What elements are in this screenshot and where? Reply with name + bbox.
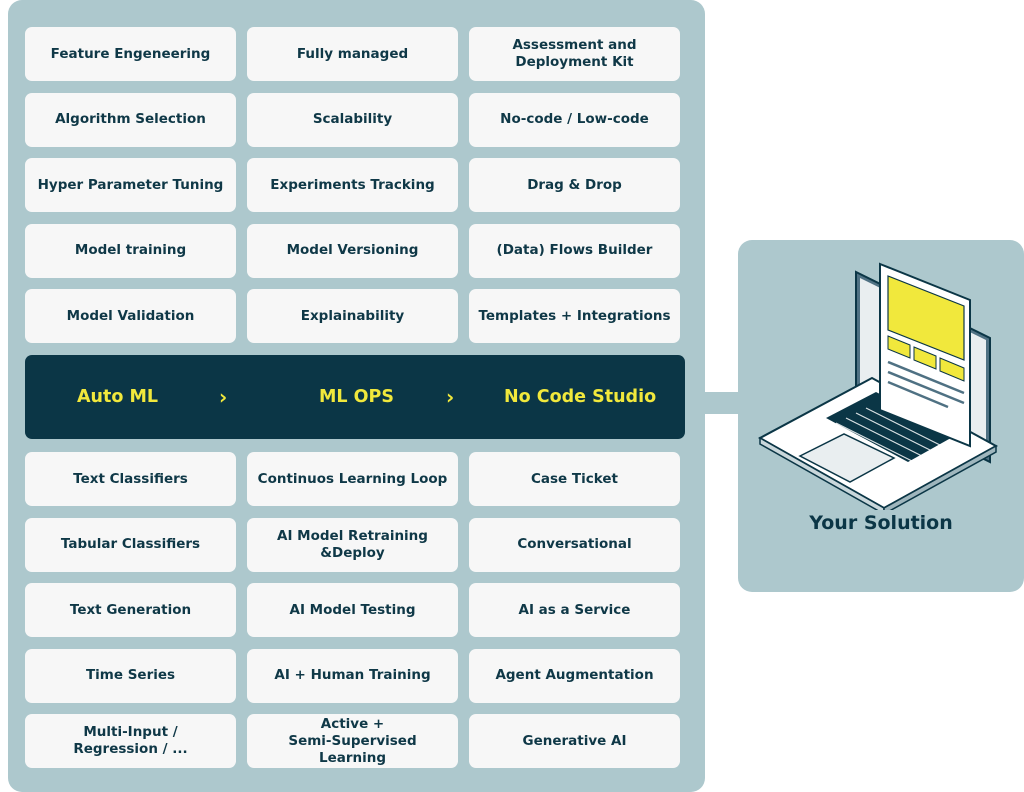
- feature-card: AI Model Testing: [247, 583, 458, 637]
- feature-card: AI + Human Training: [247, 648, 458, 703]
- feature-card: Continuos Learning Loop: [247, 452, 458, 506]
- features-grid-bottom: Text Classifiers Continuos Learning Loop…: [25, 452, 685, 768]
- feature-card: Tabular Classifiers: [25, 517, 236, 572]
- feature-card: Templates + Integrations: [469, 289, 680, 343]
- feature-card: Text Generation: [25, 583, 236, 637]
- feature-card: Multi-Input / Regression / ...: [25, 714, 236, 768]
- chevron-right-icon: ›: [219, 385, 228, 409]
- feature-card: Algorithm Selection: [25, 92, 236, 147]
- feature-card: Feature Engeneering: [25, 27, 236, 81]
- feature-card: Active + Semi-Supervised Learning: [247, 714, 458, 768]
- feature-card: Scalability: [247, 92, 458, 147]
- feature-card: Assessment and Deployment Kit: [469, 27, 680, 81]
- feature-card: Drag & Drop: [469, 158, 680, 212]
- solution-panel: Your Solution: [738, 240, 1024, 592]
- feature-card: Fully managed: [247, 27, 458, 81]
- feature-card: Explainability: [247, 289, 458, 343]
- feature-card: Conversational: [469, 517, 680, 572]
- solution-label: Your Solution: [809, 512, 953, 534]
- feature-card: Generative AI: [469, 714, 680, 768]
- pipeline-band: Auto ML › ML OPS › No Code Studio: [25, 355, 685, 439]
- feature-card: No-code / Low-code: [469, 92, 680, 147]
- laptop-icon: [757, 262, 999, 510]
- panel-connector: [705, 392, 739, 414]
- stage-ml-ops: ML OPS: [319, 387, 394, 407]
- feature-card: Experiments Tracking: [247, 158, 458, 212]
- feature-card: Model Validation: [25, 289, 236, 343]
- feature-card: Hyper Parameter Tuning: [25, 158, 236, 212]
- feature-card: (Data) Flows Builder: [469, 223, 680, 278]
- stage-auto-ml: Auto ML: [77, 387, 159, 407]
- features-grid-top: Feature Engeneering Fully managed Assess…: [25, 27, 685, 343]
- feature-card: AI Model Retraining &Deploy: [247, 517, 458, 572]
- feature-card: Model training: [25, 223, 236, 278]
- feature-card: Time Series: [25, 648, 236, 703]
- feature-card: Agent Augmentation: [469, 648, 680, 703]
- feature-card: Case Ticket: [469, 452, 680, 506]
- chevron-right-icon: ›: [446, 385, 455, 409]
- stage-no-code-studio: No Code Studio: [504, 387, 657, 407]
- feature-card: Text Classifiers: [25, 452, 236, 506]
- feature-card: AI as a Service: [469, 583, 680, 637]
- feature-card: Model Versioning: [247, 223, 458, 278]
